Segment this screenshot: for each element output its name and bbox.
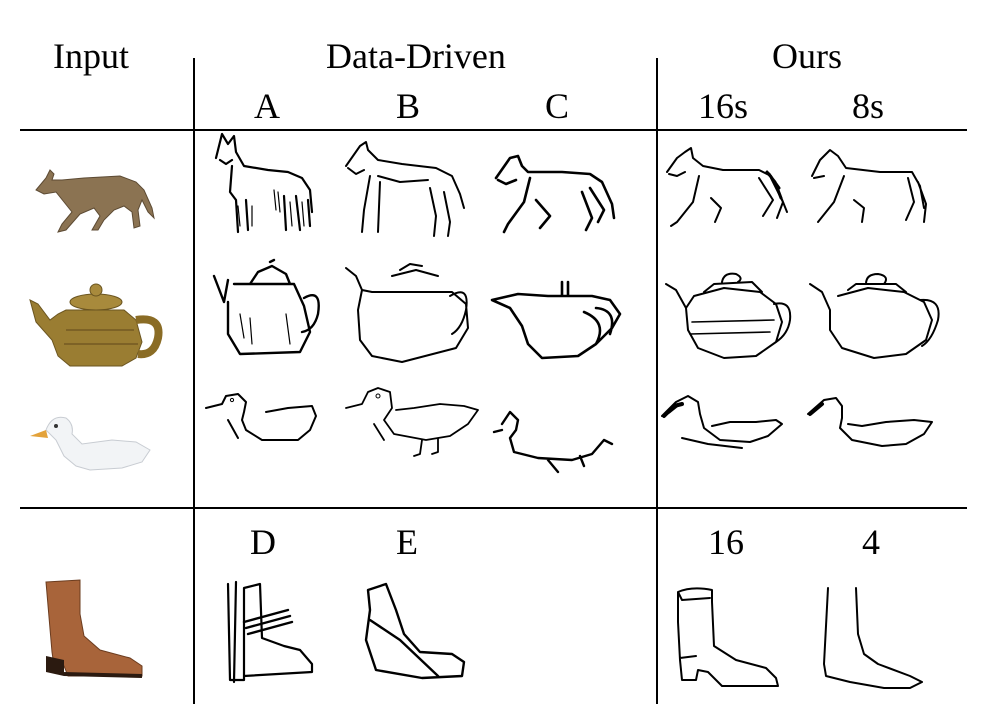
horse-sketch-a (212, 130, 322, 240)
header-divider (20, 129, 967, 131)
boot-sketch-4 (814, 584, 926, 690)
teapot-sketch-b (342, 262, 472, 366)
header-col-d: D (250, 522, 276, 562)
teapot-icon (29, 299, 143, 367)
horse-sketch-b (340, 136, 470, 240)
boot-photo (38, 574, 150, 684)
duck-sketch-a (202, 386, 322, 450)
boot-sketch-16 (668, 582, 782, 690)
header-col-16: 16 (708, 522, 744, 562)
header-col-a: A (254, 86, 280, 126)
horse-icon (35, 169, 155, 233)
header-col-16s: 16s (698, 86, 749, 126)
boot-sketch-e (356, 580, 472, 686)
header-col-c: C (545, 86, 570, 126)
duck-photo (26, 410, 158, 476)
header-col-b: B (396, 86, 421, 126)
boot-sketch-d (216, 580, 324, 686)
duck-sketch-c (488, 400, 628, 482)
teapot-sketch-8s (808, 270, 942, 362)
teapot-photo (26, 280, 166, 372)
horse-sketch-16s (663, 142, 793, 236)
section-divider (20, 507, 967, 509)
header-col-4: 4 (862, 522, 880, 562)
horse-sketch-8s (808, 142, 938, 236)
header-input: Input (53, 36, 129, 76)
header-col-8s: 8s (852, 86, 885, 126)
duck-sketch-8s (806, 390, 940, 458)
teapot-sketch-c (488, 280, 628, 364)
header-col-e: E (396, 522, 418, 562)
horse-sketch-c (486, 148, 626, 240)
horse-photo (28, 150, 160, 240)
duck-sketch-b (344, 380, 484, 462)
column-divider-right (656, 58, 658, 704)
header-data-driven: Data-Driven (326, 36, 506, 76)
column-divider-left (193, 58, 195, 704)
teapot-sketch-16s (664, 272, 794, 362)
header-ours: Ours (772, 36, 842, 76)
teapot-sketch-a (210, 258, 322, 362)
duck-icon (45, 416, 151, 471)
duck-sketch-16s (660, 388, 790, 458)
